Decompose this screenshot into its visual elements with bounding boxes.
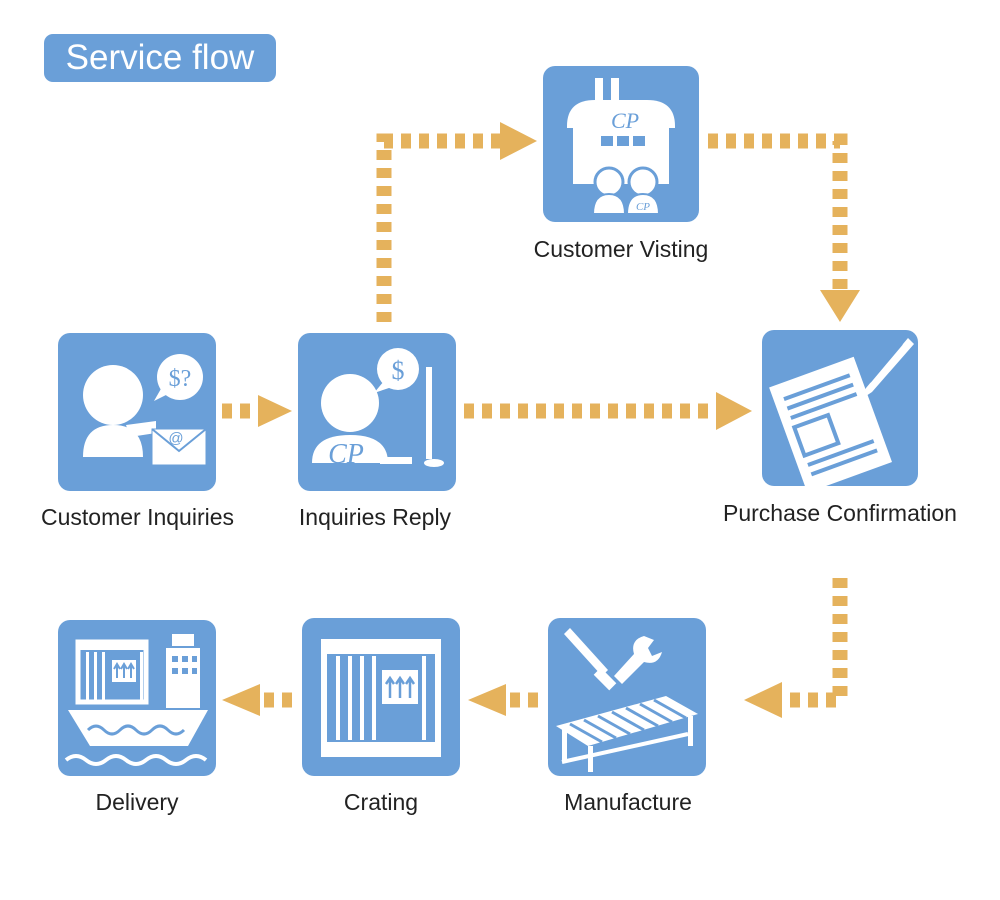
arrow-inquiries-to-reply-head [258,395,292,427]
step-label-manufacture: Manufacture [564,789,692,815]
step-purchase-confirmation [762,330,918,486]
cargo-ship-icon [64,634,208,766]
wooden-crate-icon [321,639,441,757]
arrow-manufacture-to-crating-head [468,684,506,716]
arrow-visiting-to-confirmation [708,133,848,290]
step-customer-visting: CP CP [543,66,699,222]
arrow-confirmation-to-manufacture-head [744,682,782,718]
step-label-customer-inquiries: Customer Inquiries [40,504,235,530]
reply-computer-icon: CP $ [312,348,444,470]
arrow-reply-to-confirmation-head [716,392,752,430]
page-title: Service flow [44,34,276,82]
reply-logo-glyph: CP [328,439,364,470]
step-label-customer-visting: Customer Visting [533,236,709,262]
step-label-purchase-confirmation: Purchase Confirmation [723,500,957,526]
step-label-crating: Crating [343,789,419,815]
step-customer-inquiries: $? @ [58,333,216,491]
step-crating [302,618,460,776]
arrow-confirmation-to-manufacture [782,578,848,708]
step-label-inquiries-reply: Inquiries Reply [298,504,452,530]
arrow-reply-to-visiting [376,133,500,322]
factory-visit-icon: CP CP [567,78,675,215]
step-inquiries-reply: CP $ [298,333,456,491]
inquiry-price-glyph: $? [169,366,192,392]
arrow-crating-to-delivery-head [222,684,260,716]
step-manufacture [548,618,706,776]
visitor-logo-glyph: CP [636,201,650,213]
step-delivery [58,620,216,776]
document-pen-icon [769,338,914,486]
arrow-visiting-to-confirmation-head [820,290,860,322]
arrow-reply-to-visiting-head [500,122,537,160]
customer-inquiry-icon: $? @ [83,354,207,466]
conveyor-tools-icon [556,628,698,772]
step-label-delivery: Delivery [95,789,179,815]
inquiry-email-glyph: @ [168,430,183,447]
factory-logo-glyph: CP [611,108,639,133]
reply-price-glyph: $ [392,356,405,385]
